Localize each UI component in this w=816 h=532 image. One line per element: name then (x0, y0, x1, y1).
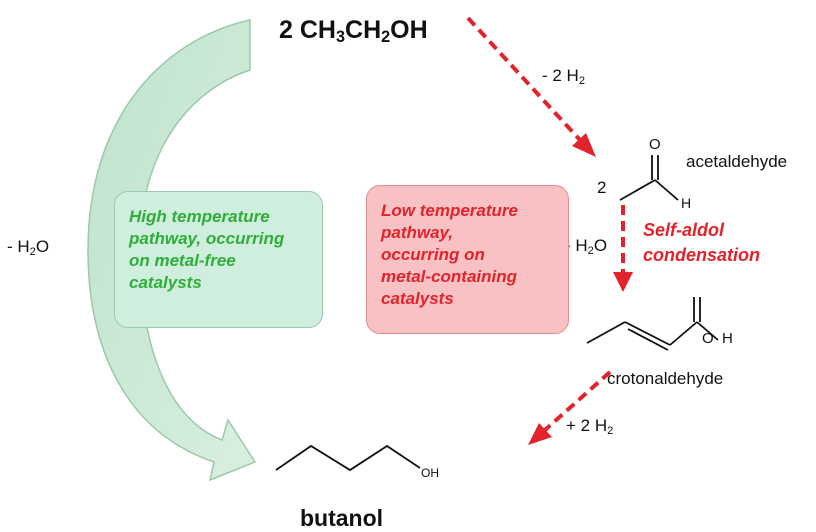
high-temp-water-loss-label: - H2O (7, 237, 50, 258)
crotonaldehyde-oxygen: O (702, 330, 714, 347)
self-aldol-condensation-label: Self-aldol condensation (643, 220, 761, 265)
arrowhead-dehydrogenation (572, 133, 596, 157)
acetaldehyde-hydrogen: H (681, 195, 692, 211)
butanol-name: butanol (300, 505, 384, 531)
arrowhead-hydrogenation (528, 423, 552, 445)
arrow-hydrogenation (543, 370, 612, 432)
acetaldehyde-oxygen: O (649, 136, 661, 153)
butanol-structure (275, 444, 421, 472)
low-temperature-pathway-box: Low temperature pathway, occurring on me… (366, 185, 569, 334)
crotonaldehyde-structure (586, 297, 719, 351)
acetaldehyde-name: acetaldehyde (686, 152, 788, 171)
crotonaldehyde-hydrogen: H (722, 330, 733, 347)
acetaldehyde-coefficient: 2 (597, 178, 607, 197)
arrow-dehydrogenation (466, 16, 582, 142)
aldol-water-loss-label: - H2O (565, 236, 608, 257)
high-temperature-pathway-box: High temperature pathway, occurring on m… (114, 191, 323, 328)
reactant-formula: 2 CH3CH2OH (279, 16, 428, 47)
hydrogenation-label: + 2 H2 (566, 416, 614, 437)
acetaldehyde-structure (619, 155, 679, 201)
high-temp-curved-arrow (87, 19, 257, 482)
dehydrogenation-label: - 2 H2 (542, 66, 585, 87)
crotonaldehyde-name: crotonaldehyde (607, 369, 724, 388)
arrowhead-aldol (613, 272, 633, 292)
butanol-hydroxyl: OH (421, 466, 439, 480)
